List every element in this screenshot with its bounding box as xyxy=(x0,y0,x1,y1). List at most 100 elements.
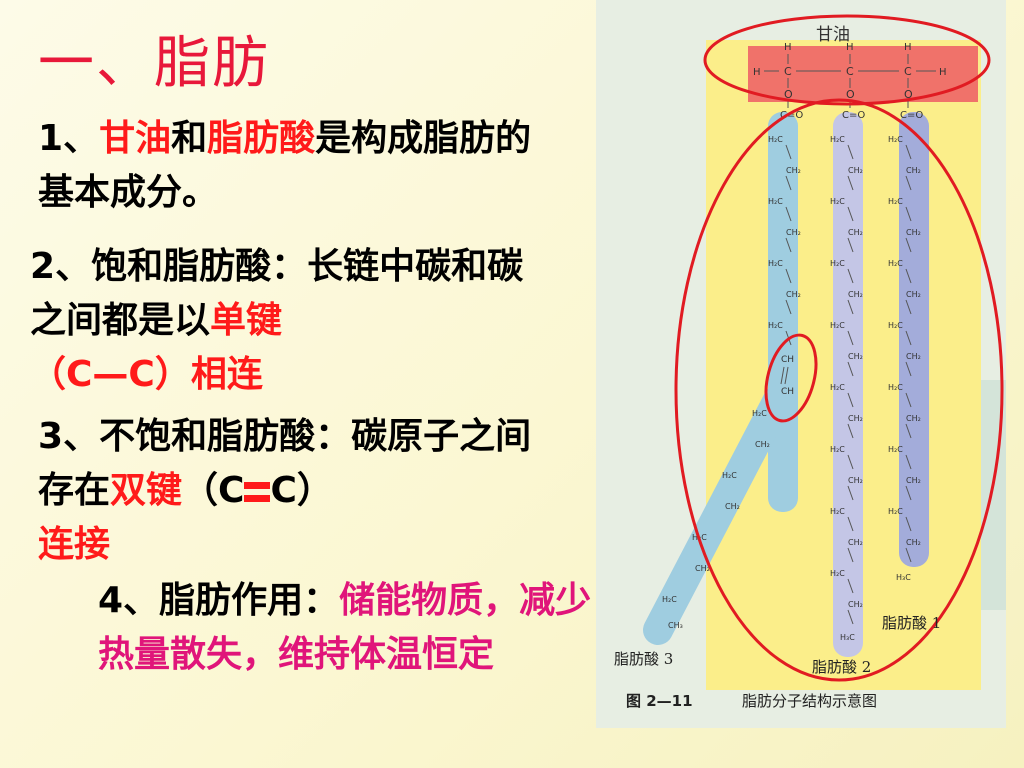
bond-line xyxy=(847,392,854,408)
bond-line xyxy=(847,237,854,253)
atom-label: H xyxy=(753,67,761,78)
atom-label: H₂C xyxy=(888,259,903,268)
point-2: 2、饱和脂肪酸：长链中碳和碳之间都是以单键（C—C）相连 xyxy=(30,246,524,395)
atom-label: H₂C xyxy=(830,507,845,516)
atom-label: H₂C xyxy=(768,321,783,330)
atom-label: H₂C xyxy=(830,445,845,454)
bond-line xyxy=(847,144,854,160)
atom-label: CH₂ xyxy=(906,476,921,485)
bond-line xyxy=(905,175,912,191)
bond-line xyxy=(785,268,792,284)
atom-label: CH₃ xyxy=(668,621,683,630)
bond-line xyxy=(847,578,854,594)
atom-label: H₂C xyxy=(830,197,845,206)
atom-label: CH₂ xyxy=(755,440,770,449)
keyword-glycerol: 甘油 xyxy=(99,118,172,159)
bond-line xyxy=(847,609,854,625)
bond-line xyxy=(905,268,912,284)
atom-label: C xyxy=(904,65,912,78)
atom-label: CH₂ xyxy=(906,352,921,361)
atom-label: CH₂ xyxy=(848,414,863,423)
atom-label: H₂C xyxy=(888,197,903,206)
bond-line xyxy=(785,237,792,253)
atom-label: CH₂ xyxy=(848,290,863,299)
bond-line xyxy=(847,299,854,315)
atom-label: H xyxy=(784,42,792,53)
bond-line xyxy=(905,330,912,346)
keyword-double-bond: 双键 xyxy=(110,470,183,511)
point-4: 4、脂肪作用：储能物质，减少热量散失，维持体温恒定 xyxy=(98,580,592,675)
fatty-acid-2-label: 脂肪酸 2 xyxy=(812,658,872,676)
keyword-fatty-acid: 脂肪酸 xyxy=(207,118,316,159)
bond-line xyxy=(905,237,912,253)
figure-caption: 脂肪分子结构示意图 xyxy=(742,692,878,710)
atom-label: H₂C xyxy=(662,595,677,604)
atom-label: H₂C xyxy=(768,135,783,144)
atom-label: H₂C xyxy=(752,409,767,418)
atom-label: CH xyxy=(781,355,794,365)
atom-label: H₂C xyxy=(888,507,903,516)
atom-label: CH₂ xyxy=(906,228,921,237)
atom-label: H₂C xyxy=(768,259,783,268)
atom-label: CH₂ xyxy=(786,166,801,175)
keyword-single-bond: 单键 xyxy=(210,300,283,341)
atom-label: H₂C xyxy=(830,135,845,144)
bond-line xyxy=(847,206,854,222)
atom-label: H₂C xyxy=(888,135,903,144)
atom-label: O xyxy=(904,88,913,101)
slide-title: 一、脂肪 xyxy=(38,31,270,96)
glycerol-highlight xyxy=(703,14,991,106)
bond-line xyxy=(785,299,792,315)
bond-line xyxy=(905,516,912,532)
atom-label: C=O xyxy=(900,110,923,121)
atom-label: H xyxy=(846,42,854,53)
atom-label: CH₂ xyxy=(848,538,863,547)
figure-number: 图 2—11 xyxy=(626,692,693,710)
atom-label: CH xyxy=(781,387,794,397)
atom-label: CH₂ xyxy=(786,228,801,237)
atom-label: CH₂ xyxy=(725,502,740,511)
atom-label: H₂C xyxy=(768,197,783,206)
atom-label: H₂C xyxy=(888,321,903,330)
atom-label: H₂C xyxy=(830,383,845,392)
fatty-acid-highlight xyxy=(674,98,1004,682)
atom-label: C xyxy=(846,65,854,78)
atom-label: H xyxy=(904,42,912,53)
atom-label: H₃C xyxy=(840,633,855,642)
bond-line xyxy=(785,175,792,191)
atom-label: C=O xyxy=(842,110,865,121)
bond-line xyxy=(785,206,792,222)
atom-label: H₂C xyxy=(888,383,903,392)
bond-line xyxy=(847,516,854,532)
bond-line xyxy=(905,392,912,408)
atom-label: H xyxy=(939,67,947,78)
bond-line xyxy=(905,454,912,470)
atom-label: CH₂ xyxy=(848,166,863,175)
atom-label: CH₂ xyxy=(906,538,921,547)
bond-line xyxy=(905,299,912,315)
atom-label: CH₂ xyxy=(906,414,921,423)
fatty-acid-3-label: 脂肪酸 3 xyxy=(614,650,674,668)
keyword-fat-function: 储能物质，减少热量散失，维持体温恒定 xyxy=(98,580,592,675)
bond-line xyxy=(785,144,792,160)
atom-label: O xyxy=(846,88,855,101)
point-1: 1、甘油和脂肪酸是构成脂肪的基本成分。 xyxy=(38,118,532,213)
bond-line xyxy=(847,547,854,563)
atom-label: CH₂ xyxy=(906,290,921,299)
bond-line xyxy=(905,485,912,501)
double-bond-icon xyxy=(244,481,271,503)
bond-line xyxy=(905,423,912,439)
bond-line xyxy=(905,547,912,563)
atom-label: CH₂ xyxy=(848,228,863,237)
atom-label: H₃C xyxy=(896,573,911,582)
atom-label: H₂C xyxy=(722,471,737,480)
bond-line xyxy=(784,366,789,385)
atom-label: CH₂ xyxy=(848,600,863,609)
atom-label: C=O xyxy=(780,110,803,121)
bond-line xyxy=(905,144,912,160)
bond-line xyxy=(847,268,854,284)
atom-label: C xyxy=(784,65,792,78)
atom-label: CH₂ xyxy=(695,564,710,573)
